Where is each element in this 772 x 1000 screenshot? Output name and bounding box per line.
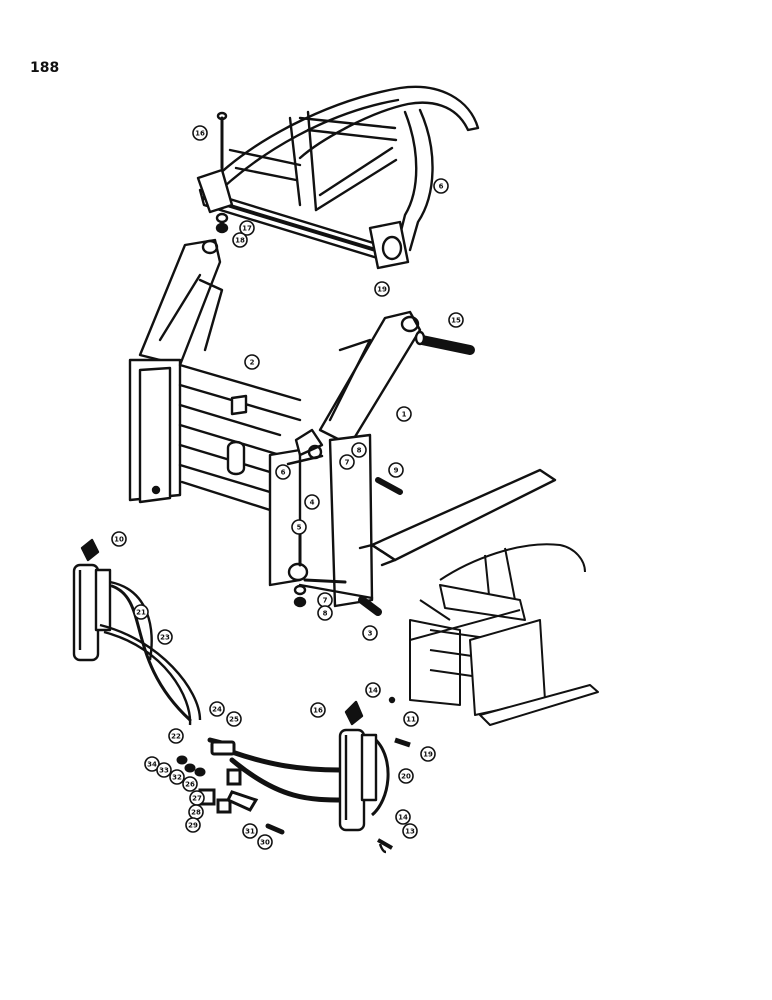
callout-circle-9 <box>388 462 404 478</box>
callout-label-20: 20 <box>401 773 411 781</box>
top-grapple-assembly <box>196 85 480 270</box>
callout-circle-21 <box>133 604 149 620</box>
callout-circle-10 <box>111 531 127 547</box>
callout-label-14a: 14 <box>368 687 378 695</box>
callout-circle-16b <box>310 702 326 718</box>
callout-label-6a: 6 <box>439 183 444 191</box>
callout-label-21: 21 <box>136 609 146 617</box>
callout-circle-1 <box>396 406 412 422</box>
callout-label-22: 22 <box>171 733 181 741</box>
callout-label-32: 32 <box>172 774 182 782</box>
callout-label-9: 9 <box>394 467 399 475</box>
callout-circle-5 <box>291 519 307 535</box>
callout-circle-6a <box>433 178 449 194</box>
callout-label-26: 26 <box>185 781 195 789</box>
callout-label-19: 19 <box>377 286 387 294</box>
hydraulic-cylinder-left <box>72 538 202 726</box>
callout-circle-3 <box>362 625 378 641</box>
callout-circle-16a <box>192 125 208 141</box>
callout-circle-14b <box>395 809 411 825</box>
callout-label-28: 28 <box>191 809 201 817</box>
callout-circle-26 <box>182 776 198 792</box>
callout-circle-29 <box>185 817 201 833</box>
callout-label-16a: 16 <box>195 130 205 138</box>
page-number: 188 <box>30 60 60 76</box>
callout-circle-19 <box>374 281 390 297</box>
callout-label-33: 33 <box>159 767 169 775</box>
callout-label-29: 29 <box>188 822 198 830</box>
callout-label-7b: 7 <box>323 597 328 605</box>
callout-label-31: 31 <box>245 828 255 836</box>
callout-label-13: 13 <box>405 828 415 836</box>
callout-circle-4 <box>304 494 320 510</box>
callout-label-30: 30 <box>260 839 270 847</box>
callout-circle-30 <box>257 834 273 850</box>
callout-circle-13 <box>402 823 418 839</box>
callout-circle-18 <box>232 232 248 248</box>
callout-label-8b: 8 <box>323 610 328 618</box>
callout-circle-15 <box>448 312 464 328</box>
callout-circle-33 <box>156 762 172 778</box>
callout-label-11: 11 <box>406 716 416 724</box>
callout-label-25: 25 <box>229 716 239 724</box>
callout-circle-20 <box>398 768 414 784</box>
callout-label-2: 2 <box>250 359 255 367</box>
callout-label-14b: 14 <box>398 814 408 822</box>
hydraulic-cylinder-right <box>338 696 411 854</box>
callout-circle-2 <box>244 354 260 370</box>
callout-circle-31 <box>242 823 258 839</box>
assembled-view-inset <box>409 543 599 726</box>
callout-circle-25 <box>226 711 242 727</box>
callout-circle-17 <box>239 220 255 236</box>
callout-label-8a: 8 <box>357 447 362 455</box>
callout-circle-32 <box>169 769 185 785</box>
callout-label-10: 10 <box>114 536 124 544</box>
callout-label-15: 15 <box>451 317 461 325</box>
callout-circle-24 <box>209 701 225 717</box>
callout-circle-19b <box>420 746 436 762</box>
hose-fitting-group <box>110 584 348 835</box>
callout-label-3: 3 <box>368 630 373 638</box>
callout-circle-22 <box>168 728 184 744</box>
callout-label-34: 34 <box>147 761 157 769</box>
callout-label-27: 27 <box>192 795 202 803</box>
callout-circle-34 <box>144 756 160 772</box>
callout-label-7a: 7 <box>345 459 350 467</box>
callout-label-16b: 16 <box>313 707 323 715</box>
main-fork-frame <box>128 238 557 616</box>
callout-circle-23 <box>157 629 173 645</box>
callout-label-19b: 19 <box>423 751 433 759</box>
callout-circle-8b <box>317 605 333 621</box>
callout-label-5: 5 <box>297 524 302 532</box>
callout-label-1: 1 <box>402 411 407 419</box>
callout-label-4: 4 <box>310 499 315 507</box>
callout-circle-11 <box>403 711 419 727</box>
callout-circle-6b <box>275 464 291 480</box>
callout-label-17: 17 <box>242 225 252 233</box>
callout-circle-8a <box>351 442 367 458</box>
callout-circle-7a <box>339 454 355 470</box>
callout-label-6b: 6 <box>281 469 286 477</box>
callout-label-18: 18 <box>235 237 245 245</box>
callout-label-23: 23 <box>160 634 170 642</box>
callout-label-24: 24 <box>212 706 222 714</box>
callout-circle-14a <box>365 682 381 698</box>
